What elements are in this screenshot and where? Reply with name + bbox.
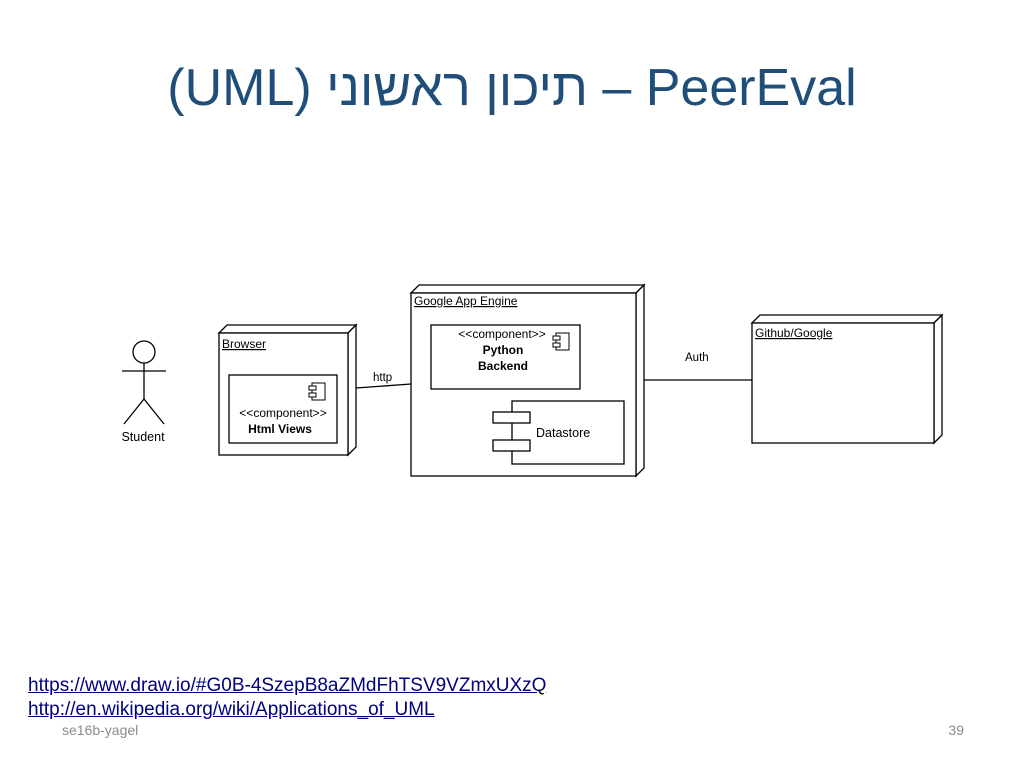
http-label: http <box>373 372 392 384</box>
component-icon <box>308 382 326 401</box>
actor-leg-left <box>123 398 145 425</box>
html-views-name: Html Views <box>248 422 312 436</box>
github-node-front <box>751 322 935 444</box>
python-backend-name-line2: Backend <box>478 359 528 373</box>
datastore-component-icon <box>492 411 531 452</box>
drawio-link[interactable]: https://www.draw.io/#G0B-4SzepB8aZMdFhTS… <box>28 675 547 696</box>
gae-label: Google App Engine <box>414 294 518 308</box>
actor-head <box>132 340 156 364</box>
slide-title: (UML) תיכון ראשוני – PeerEval <box>167 59 857 117</box>
http-connector <box>355 383 412 389</box>
reference-links: https://www.draw.io/#G0B-4SzepB8aZMdFhTS… <box>28 674 546 722</box>
student-label: Student <box>121 430 165 444</box>
browser-node-top <box>217 324 358 334</box>
browser-node-side <box>347 323 357 457</box>
github-label: Github/Google <box>755 326 833 340</box>
browser-label: Browser <box>222 337 266 351</box>
html-views-stereotype: <<component>> <box>239 406 326 420</box>
page-number: 39 <box>948 722 964 738</box>
gae-node-side <box>635 283 645 478</box>
datastore-component <box>511 400 625 465</box>
python-backend-stereotype: <<component>> <box>458 327 545 341</box>
datastore-label: Datastore <box>536 426 590 440</box>
component-icon <box>552 332 570 351</box>
github-node <box>750 313 944 445</box>
python-backend-name-line1: Python <box>483 343 524 357</box>
footer-author: se16b-yagel <box>62 722 139 738</box>
actor-leg-right <box>143 398 165 425</box>
auth-label: Auth <box>685 352 709 364</box>
github-node-side <box>933 313 943 445</box>
wikipedia-link[interactable]: http://en.wikipedia.org/wiki/Application… <box>28 699 435 720</box>
gae-node-top <box>409 284 646 294</box>
github-node-top <box>750 314 944 324</box>
student-actor <box>122 340 166 425</box>
